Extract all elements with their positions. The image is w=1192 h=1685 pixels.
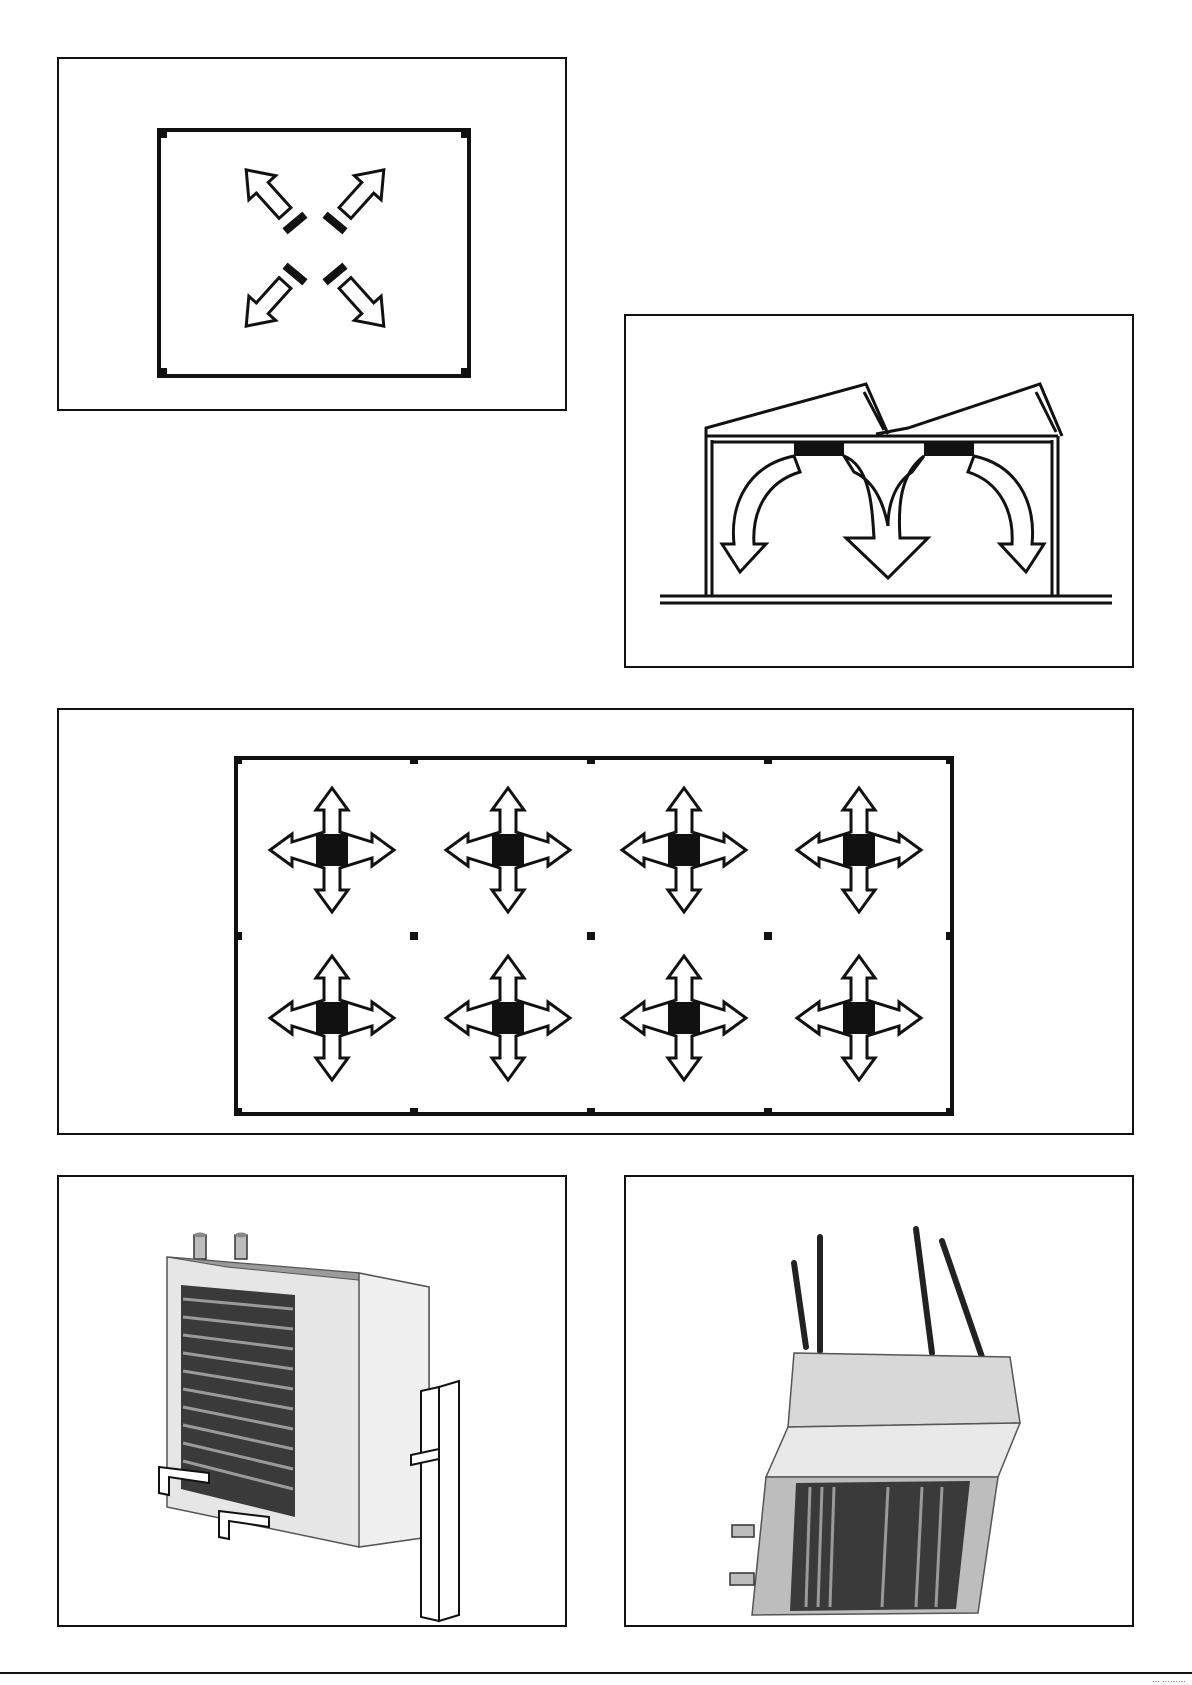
roof-section-diagram [626, 316, 1132, 666]
casing-side [359, 1273, 429, 1547]
figure-roof-section [624, 314, 1134, 668]
layout-plan-diagram [59, 710, 1132, 1133]
airflow-arrow-right [968, 456, 1044, 572]
figure-horizontal-unit-heater [57, 1175, 567, 1627]
footer-code: … ……… [1152, 1675, 1186, 1684]
figure-ceiling-diffuser-plan [57, 57, 567, 411]
airflow-arrows [722, 456, 1044, 578]
vertical-heater-illustration [626, 1177, 1132, 1625]
unit-heaters [794, 442, 974, 456]
pipe-connections [730, 1525, 754, 1585]
diffuser-plan-diagram [59, 59, 565, 409]
pipe-connections [194, 1233, 247, 1260]
airflow-arrow-center [844, 456, 928, 578]
coil-opening [790, 1481, 970, 1611]
suspension-rods [794, 1229, 982, 1357]
housing-face [766, 1423, 1020, 1477]
horizontal-heater-illustration [59, 1177, 565, 1625]
footer-rule [0, 1672, 1192, 1674]
figure-multiple-unit-layout [57, 708, 1134, 1135]
room-outline [159, 130, 469, 376]
airflow-arrow-left [722, 456, 800, 572]
figure-vertical-unit-heater [624, 1175, 1134, 1627]
housing-top [788, 1353, 1020, 1427]
